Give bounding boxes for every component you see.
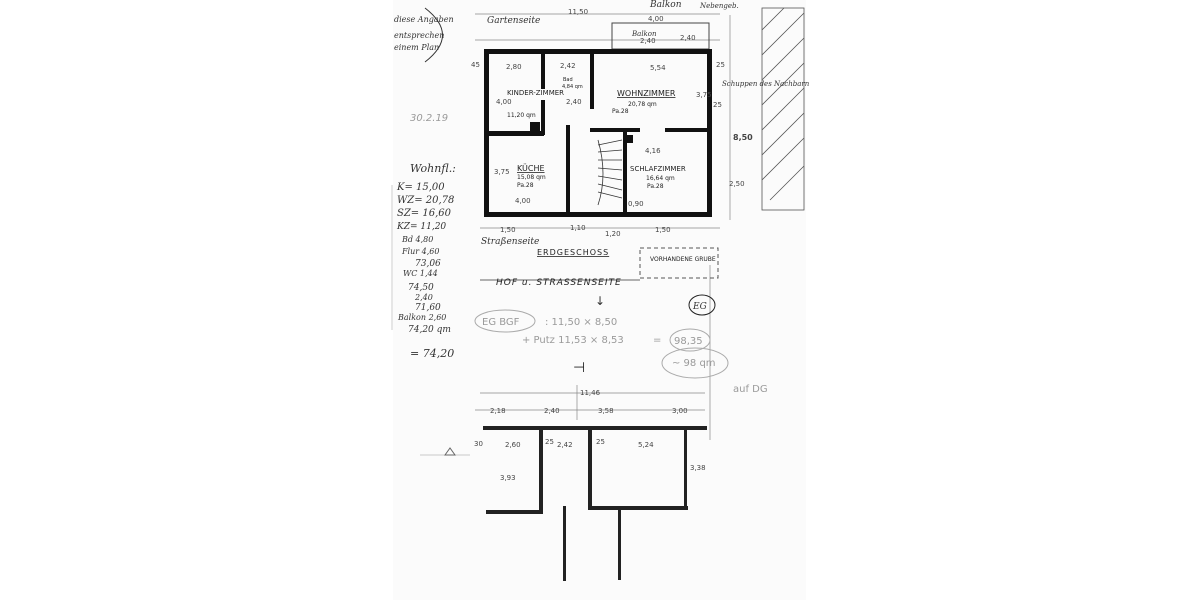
dim: 3,00 (672, 407, 688, 415)
area-item: WZ= 20,78 (397, 195, 454, 206)
floor-subtitle: HOF u. STRASSENSEITE (496, 278, 622, 288)
label-nebengebaeude: Nebengeb. (699, 2, 739, 10)
dim: 8,50 (733, 133, 753, 142)
area-sum: 74,50 (408, 283, 434, 293)
area-item: KZ= 11,20 (396, 222, 446, 232)
floor-title: ERDGESCHOSS (537, 248, 609, 257)
dim: 2,40 (680, 34, 696, 42)
note-number: 30.2.19 (410, 113, 448, 124)
area-sum: 73,06 (415, 259, 441, 269)
calc-eg-bgf: EG BGF (482, 317, 520, 328)
area-item: K= 15,00 (396, 182, 445, 193)
room-kueche: KÜCHE (517, 163, 545, 173)
area-sum: 71,60 (415, 303, 441, 313)
dim: 1,10 (570, 224, 586, 232)
dim: 25 (545, 438, 554, 446)
neighbour-hatch (761, 7, 805, 211)
room-area: 4,84 qm (562, 84, 583, 90)
room-wohnzimmer: WOHNZIMMER (617, 89, 676, 98)
dim: 25 (716, 61, 725, 69)
dim: 2,40 (544, 407, 560, 415)
label-strassenseite: Straßenseite (481, 237, 539, 247)
dim: 45 (471, 61, 480, 69)
area-total: = 74,20 (410, 347, 454, 360)
dim: 11,50 (568, 8, 588, 16)
dim: 3,75 (696, 91, 712, 99)
dim: 3,58 (598, 407, 614, 415)
arrow-down-icon: ↓ (595, 294, 605, 308)
room-bad: Bad (563, 77, 573, 83)
label-schuppen: Schuppen des Nachbarn (722, 80, 810, 88)
calc-approx: ~ 98 qm (672, 358, 716, 369)
room-area: 15,08 qm (517, 174, 546, 181)
dim: 2,42 (560, 62, 576, 70)
note-line: diese Angaben (394, 15, 454, 24)
room-floor: Pa.28 (517, 182, 534, 189)
note-line: einem Plan (394, 43, 439, 52)
scan-paper (393, 0, 806, 600)
dim: 3,38 (690, 464, 706, 472)
dim: 25 (713, 101, 722, 109)
upper-plan-walls (484, 49, 712, 217)
dim: 2,50 (729, 180, 745, 188)
dim: 3,75 (494, 168, 510, 176)
dim: 1,20 (605, 230, 621, 238)
room-floor: Pa.28 (647, 183, 664, 190)
dim: 11,46 (580, 389, 601, 397)
area-sum: 74,20 qm (408, 325, 451, 335)
existing-pit-box (639, 247, 719, 279)
eg-badge: EG (692, 302, 707, 312)
calc-line2: + Putz 11,53 × 8,53 (522, 335, 624, 346)
room-area: 11,20 qm (507, 112, 536, 119)
dim: 0,90 (628, 200, 644, 208)
staircase (597, 139, 623, 206)
box-label: VORHANDENE GRUBE (650, 256, 716, 263)
wohnflaeche-title: Wohnfl.: (410, 162, 456, 175)
note-line: entsprechen (394, 31, 444, 40)
dim: 5,24 (638, 441, 654, 449)
dim: 1,50 (655, 226, 671, 234)
dim: 4,00 (648, 15, 664, 23)
room-kinderzimmer: KINDER-ZIMMER (507, 89, 564, 97)
area-item: Bd 4,80 (401, 235, 433, 244)
dim: 5,54 (650, 64, 666, 72)
dim: 3,93 (500, 474, 516, 482)
room-floor: Pa.28 (612, 108, 629, 115)
area-wc: WC 1,44 (403, 269, 438, 278)
calc-dg-note: auf DG (733, 384, 768, 395)
dim: 4,00 (496, 98, 512, 106)
label-balkon-inner: Balkon (631, 30, 657, 38)
dim: 2,80 (506, 63, 522, 71)
dimension-lines (475, 13, 731, 440)
calc-result: 98,35 (674, 336, 703, 347)
area-item: SZ= 16,60 (397, 208, 452, 219)
area-item: Flur 4,60 (401, 247, 439, 256)
area-minus: 2,40 (414, 293, 433, 302)
dim: 2,40 (640, 37, 656, 45)
dim: 1,50 (500, 226, 516, 234)
label-balkon: Balkon (649, 0, 682, 10)
room-area: 16,64 qm (646, 175, 675, 182)
calc-line1: : 11,50 × 8,50 (545, 317, 617, 328)
dim: 25 (596, 438, 605, 446)
label-gartenseite: Gartenseite (487, 16, 540, 26)
dim: 4,16 (645, 147, 661, 155)
room-schlafzimmer: SCHLAFZIMMER (630, 165, 686, 173)
lower-plan-walls (483, 426, 707, 581)
section-mark-icon: ⊣ (573, 360, 585, 376)
dim: 4,00 (515, 197, 531, 205)
dim: 2,40 (566, 98, 582, 106)
calc-equals: = (653, 335, 661, 346)
dim: 2,18 (490, 407, 506, 415)
dim: 30 (474, 440, 483, 448)
dim: 2,60 (505, 441, 521, 449)
dim: 2,42 (557, 441, 573, 449)
room-area: 20,78 qm (628, 101, 657, 108)
triangle-mark-icon (444, 447, 456, 456)
area-balkon: Balkon 2,60 (397, 313, 446, 322)
